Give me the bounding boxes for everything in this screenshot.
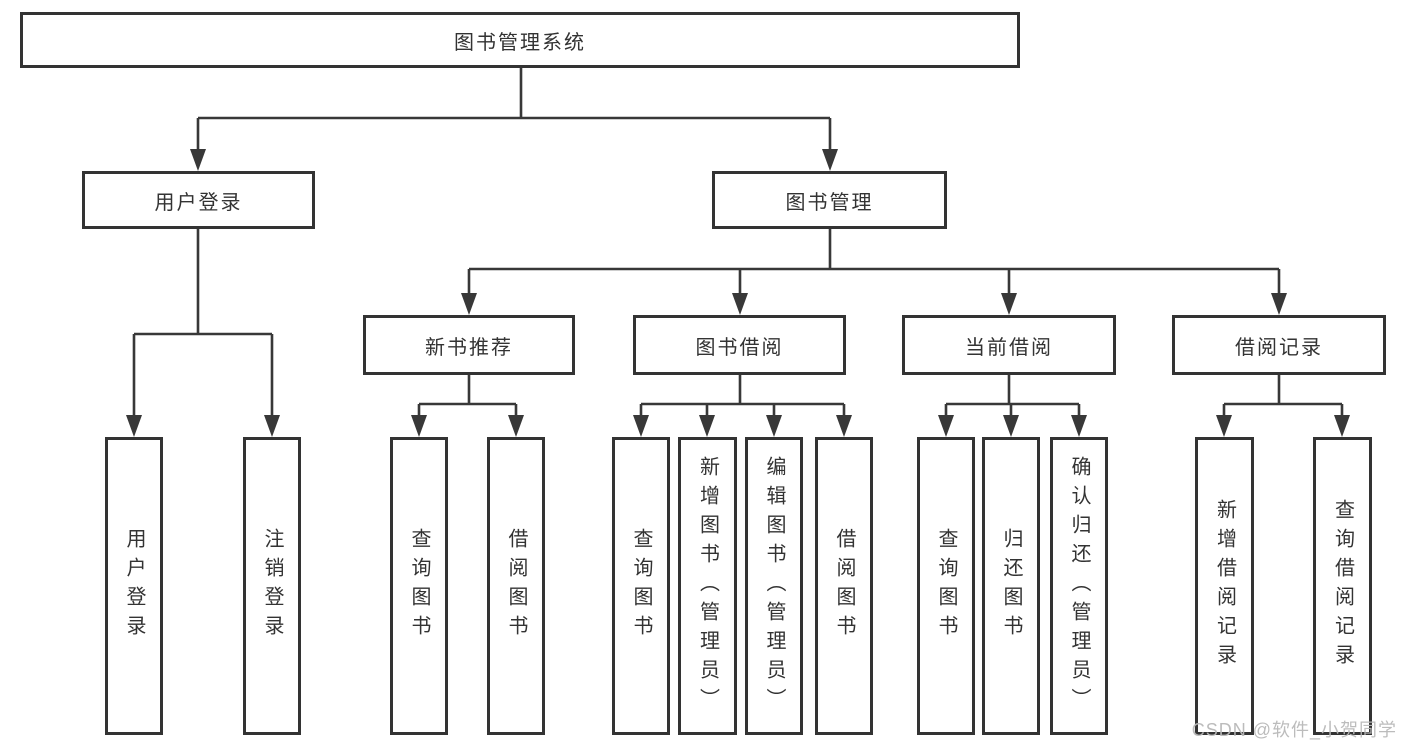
connector-root-to-level2 xyxy=(196,68,832,151)
arrowhead-down-icon xyxy=(633,415,852,437)
csdn-watermark: CSDN @软件_小贺同学 xyxy=(1191,720,1397,740)
node-label: 借阅记录 xyxy=(1235,336,1323,359)
leaf-query-books: 查询图书 xyxy=(917,437,975,735)
node-label: 图书管理系统 xyxy=(454,31,586,54)
leaf-add-borrow-record: 新增借阅记录 xyxy=(1195,437,1254,735)
node-user-login: 用户登录 xyxy=(82,171,315,229)
arrowhead-down-icon xyxy=(1216,415,1350,437)
node-label: 图书管理 xyxy=(785,191,874,214)
leaf-add-book-admin: 新增图书（管理员） xyxy=(678,437,737,735)
connector-currentborrow-to-leaves xyxy=(944,375,1081,418)
connector-mgmt-to-level3 xyxy=(467,229,1281,296)
leaf-label: 注销登录 xyxy=(261,528,283,644)
leaf-label: 借阅图书 xyxy=(505,528,527,644)
node-label: 用户登录 xyxy=(154,191,243,214)
leaf-borrow-books: 借阅图书 xyxy=(487,437,545,735)
arrowhead-down-icon xyxy=(411,415,524,437)
leaf-logout: 注销登录 xyxy=(243,437,301,735)
leaf-label: 借阅图书 xyxy=(833,528,855,644)
node-book-management: 图书管理 xyxy=(712,171,947,229)
leaf-label: 查询借阅记录 xyxy=(1331,499,1354,673)
arrowhead-down-icon xyxy=(190,149,838,171)
node-label: 新书推荐 xyxy=(425,336,513,359)
leaf-query-books: 查询图书 xyxy=(612,437,670,735)
leaf-label: 新增图书（管理员） xyxy=(696,455,719,717)
node-current-borrow: 当前借阅 xyxy=(902,315,1116,375)
leaf-return-book: 归还图书 xyxy=(982,437,1040,735)
leaf-label: 确认归还（管理员） xyxy=(1068,455,1090,717)
leaf-label: 归还图书 xyxy=(1000,528,1022,644)
leaf-confirm-return-admin: 确认归还（管理员） xyxy=(1050,437,1108,735)
connector-login-to-leaves xyxy=(132,229,274,418)
connector-newbooks-to-leaves xyxy=(417,375,518,418)
node-root-system: 图书管理系统 xyxy=(20,12,1020,68)
arrowhead-down-icon xyxy=(461,293,1287,315)
leaf-label: 查询图书 xyxy=(630,528,652,644)
node-label: 当前借阅 xyxy=(965,336,1053,359)
leaf-label: 编辑图书（管理员） xyxy=(763,455,785,717)
leaf-label: 用户登录 xyxy=(123,528,145,644)
connector-bookborrow-to-leaves xyxy=(639,375,846,418)
connector-records-to-leaves xyxy=(1222,375,1344,418)
leaf-query-borrow-record: 查询借阅记录 xyxy=(1313,437,1372,735)
node-book-borrow: 图书借阅 xyxy=(633,315,846,375)
leaf-label: 新增借阅记录 xyxy=(1213,499,1236,673)
leaf-edit-book-admin: 编辑图书（管理员） xyxy=(745,437,803,735)
leaf-borrow-books: 借阅图书 xyxy=(815,437,873,735)
arrowhead-down-icon xyxy=(938,415,1087,437)
arrowhead-down-icon xyxy=(126,415,280,437)
leaf-label: 查询图书 xyxy=(935,528,957,644)
node-borrow-records: 借阅记录 xyxy=(1172,315,1386,375)
node-label: 图书借阅 xyxy=(695,336,784,359)
leaf-label: 查询图书 xyxy=(408,528,430,644)
leaf-query-books: 查询图书 xyxy=(390,437,448,735)
node-new-book-recommend: 新书推荐 xyxy=(363,315,575,375)
leaf-user-login: 用户登录 xyxy=(105,437,163,735)
